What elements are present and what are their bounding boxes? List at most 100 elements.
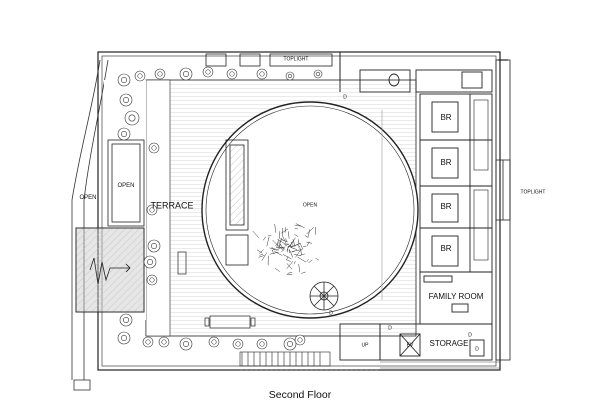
shrub-core <box>151 243 158 250</box>
door-mark-terrace: D <box>343 94 347 101</box>
shrub-icon <box>146 274 158 286</box>
shrub-icon <box>202 66 214 78</box>
spiral-stair <box>309 281 339 311</box>
br-3-label: BR <box>440 202 452 211</box>
shrubs <box>117 66 323 351</box>
tree-branch <box>286 259 291 262</box>
tree-branch <box>294 224 302 227</box>
shrub-icon <box>143 255 157 269</box>
toplight-right <box>495 159 511 221</box>
shrub-core <box>287 73 293 79</box>
shrub-icon <box>117 73 131 87</box>
shrub-core <box>121 77 128 84</box>
tree-branch <box>272 239 277 245</box>
shrub-icon <box>294 334 306 346</box>
br-4-label: BR <box>440 244 452 253</box>
family-room-label: FAMILY ROOM <box>428 292 484 301</box>
tree-branch <box>293 260 296 265</box>
shrub-icon <box>124 110 140 126</box>
tree-branch <box>278 237 282 248</box>
tree-branch <box>261 252 267 261</box>
bedroom-wing <box>359 69 493 273</box>
tree-branch <box>297 256 307 263</box>
tree-branch <box>256 249 263 254</box>
tree-branch <box>259 253 263 256</box>
tree-branch <box>306 241 313 244</box>
shrub-core <box>151 145 157 151</box>
stair-outline <box>239 351 331 367</box>
shrub-icon <box>313 69 323 79</box>
shrub-core <box>149 207 155 213</box>
shrub-icon <box>208 336 220 348</box>
shrub-icon <box>256 68 268 80</box>
tree-branch <box>289 249 294 258</box>
door-mark-stair: D <box>329 310 333 317</box>
tree-branch <box>271 246 276 251</box>
shrub-icon <box>179 337 193 351</box>
tree-branch <box>295 249 302 258</box>
shrub-core <box>286 340 293 347</box>
shrub-icon <box>147 239 161 253</box>
shrub-core <box>149 277 155 283</box>
storage-label: STORAGE <box>429 339 469 348</box>
tree-branch <box>269 247 279 251</box>
tree-branch <box>295 223 305 228</box>
shrub-core <box>297 337 303 343</box>
shrub-icon <box>119 93 133 107</box>
tree-branch <box>266 237 270 247</box>
shrub-icon <box>256 338 268 350</box>
tree-branch <box>252 230 259 238</box>
toplight-right-label: TOPLIGHT <box>520 189 546 196</box>
shrub-core <box>147 258 154 265</box>
tree-branch <box>307 229 311 238</box>
tree-branch <box>281 249 285 253</box>
shrub-core <box>121 334 128 341</box>
shrub-core <box>123 316 130 323</box>
shrub-core <box>259 71 265 77</box>
tree-branch <box>294 227 299 230</box>
tree-branch <box>279 242 285 251</box>
shrub-icon <box>142 336 154 348</box>
tree-branch <box>272 248 276 251</box>
tree-icon <box>252 223 319 276</box>
tree-branch <box>306 241 310 247</box>
tree-branch <box>315 258 319 261</box>
tree-branch <box>289 237 296 247</box>
tree-branch <box>297 244 301 248</box>
tree-branch <box>282 254 292 260</box>
shrub-icon <box>226 68 238 80</box>
tree-branch <box>301 271 306 274</box>
tree-branch <box>294 234 299 237</box>
tree-branch <box>287 243 293 247</box>
br-2-label: BR <box>440 158 452 167</box>
stair-block <box>225 139 249 266</box>
tree-branch <box>292 239 296 247</box>
door-mark-family: D <box>388 325 392 332</box>
family-storage <box>339 271 493 361</box>
shrub-core <box>183 71 190 78</box>
tree-branch <box>291 249 302 252</box>
tree-branch <box>286 261 294 269</box>
shrub-core <box>211 339 217 345</box>
tree-branch <box>276 243 284 251</box>
shrub-icon <box>285 71 295 81</box>
shrub-icon <box>146 204 158 216</box>
toplight-top <box>205 53 333 67</box>
tree-branch <box>308 259 313 264</box>
floor-caption: Second Floor <box>268 388 332 401</box>
tree-branch <box>303 245 307 248</box>
tree-branch <box>299 242 304 250</box>
shrub-core <box>315 71 321 77</box>
tree-branch <box>286 263 293 270</box>
tree-branch <box>279 246 286 248</box>
shrub-core <box>137 73 143 79</box>
entry-stair <box>239 351 331 367</box>
open-far-left-label: OPEN <box>79 195 97 201</box>
shrub-core <box>205 69 211 75</box>
tree-branch <box>287 231 290 239</box>
tree-branch <box>286 246 289 253</box>
door-mark-storage-2: D <box>475 346 479 353</box>
tree-branch <box>294 243 301 246</box>
tree-branch <box>284 227 286 233</box>
shrub-icon <box>179 67 193 81</box>
